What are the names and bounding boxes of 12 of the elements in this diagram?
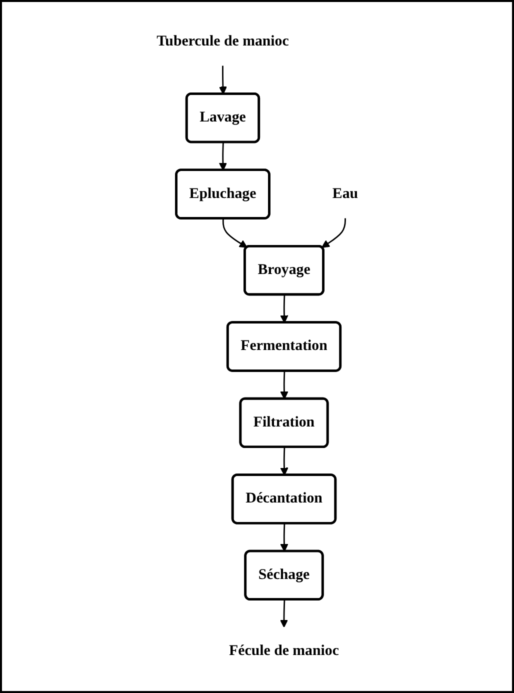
node-text: Tubercule de manioc [156, 33, 288, 50]
arrow [218, 66, 227, 94]
arrow [280, 524, 288, 552]
arrow [321, 218, 346, 248]
arrow [222, 218, 248, 248]
arrow [280, 294, 288, 324]
node-text: Fécule de manioc [228, 643, 339, 659]
arrow [280, 600, 288, 628]
arrow [218, 142, 227, 171]
arrow [280, 447, 288, 476]
arrow [280, 371, 288, 400]
node-text: Eau [332, 186, 358, 202]
